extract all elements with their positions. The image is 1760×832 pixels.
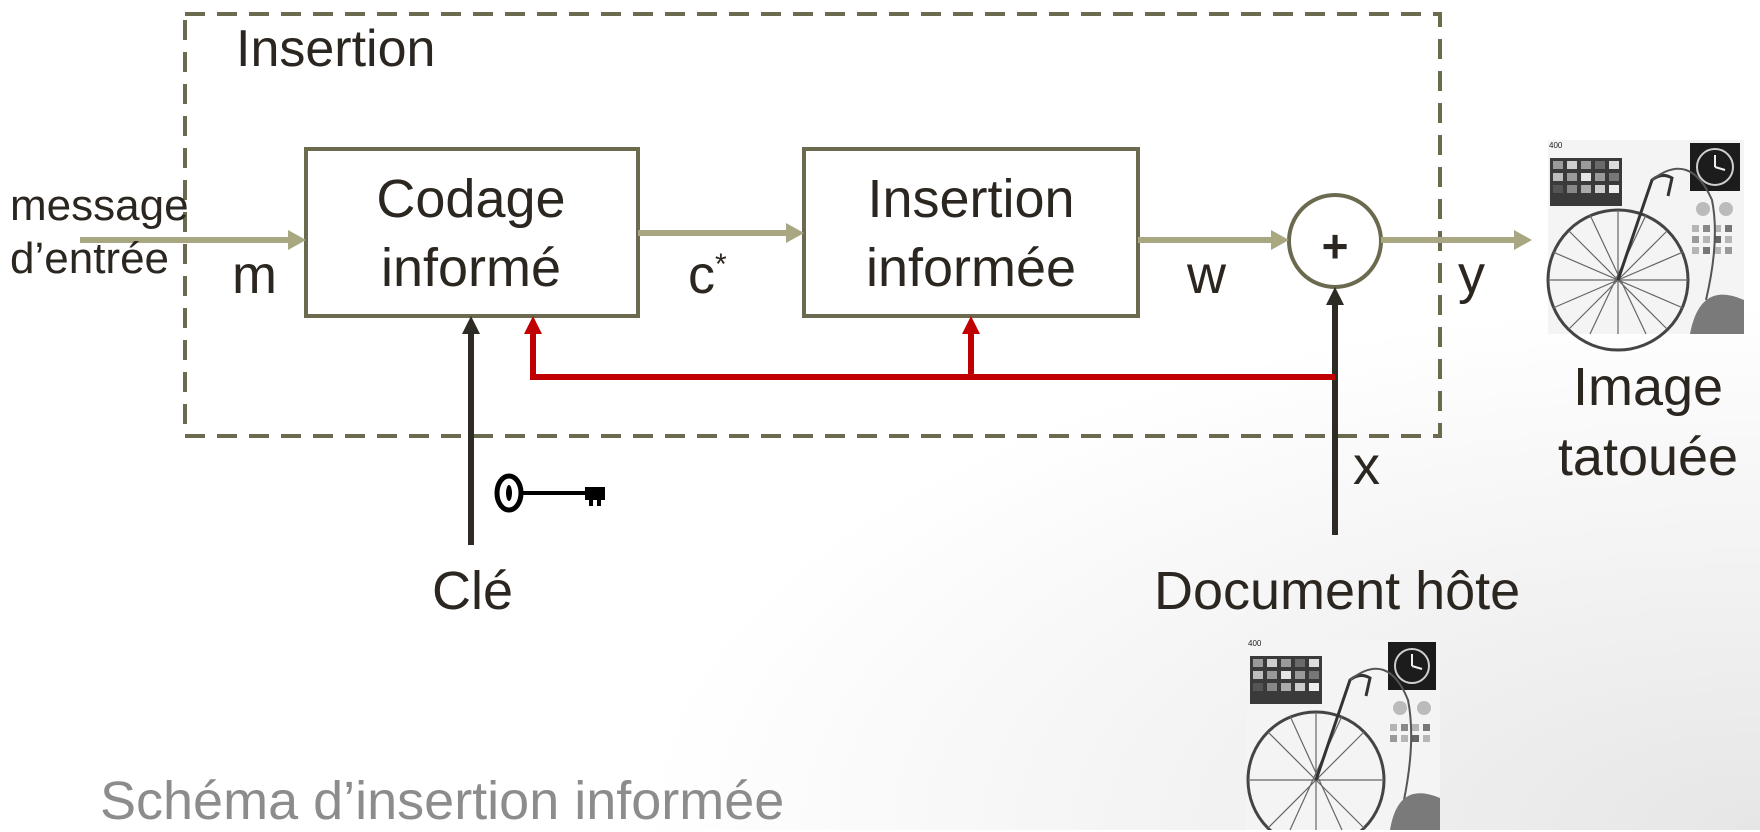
host-document-label: Document hôte — [1154, 561, 1521, 621]
host-image-corner-text: 400 — [1248, 639, 1262, 648]
signal-codeword-base: c — [688, 245, 715, 305]
host-image: 400 — [1246, 639, 1440, 830]
coding-block-line1: Codage — [376, 169, 566, 229]
diagram-caption: Schéma d’insertion informée — [100, 771, 785, 831]
key-icon — [494, 473, 605, 513]
watermarked-image: 400 — [1546, 140, 1744, 352]
watermarked-image-line1: Image — [1572, 357, 1724, 417]
watermarked-image-label: Image tatouée — [1548, 352, 1748, 492]
coding-block-label: Codage informé — [306, 165, 636, 303]
coding-block-line2: informé — [380, 238, 562, 299]
feedback-path — [524, 316, 1335, 380]
signal-m: m — [232, 245, 277, 305]
signal-x: x — [1353, 436, 1380, 496]
key-label: Clé — [432, 561, 514, 621]
insertion-frame — [183, 12, 1442, 438]
signal-w: w — [1187, 245, 1226, 305]
input-message-label: message d’entrée — [10, 180, 189, 286]
input-message-line1: message — [10, 181, 189, 230]
embedding-block-line1: Insertion — [867, 169, 1075, 229]
key-arrow — [462, 316, 480, 545]
embedding-block-line2: informée — [865, 238, 1077, 299]
embedding-block-label: Insertion informée — [804, 165, 1138, 303]
watermarked-image-corner-text: 400 — [1549, 141, 1563, 150]
host-arrow — [1326, 287, 1344, 535]
watermark-arrow — [1138, 230, 1289, 250]
signal-codeword-sup: * — [715, 248, 727, 281]
frame-title: Insertion — [236, 20, 436, 78]
signal-y: y — [1458, 245, 1485, 305]
output-arrow — [1381, 230, 1532, 250]
input-message-line2: d’entrée — [10, 233, 170, 283]
adder-plus-symbol: + — [1321, 220, 1349, 272]
input-arrow — [80, 230, 306, 250]
watermarked-image-line2: tatouée — [1557, 427, 1739, 488]
signal-codeword: c* — [688, 244, 727, 306]
codeword-arrow — [638, 223, 804, 243]
